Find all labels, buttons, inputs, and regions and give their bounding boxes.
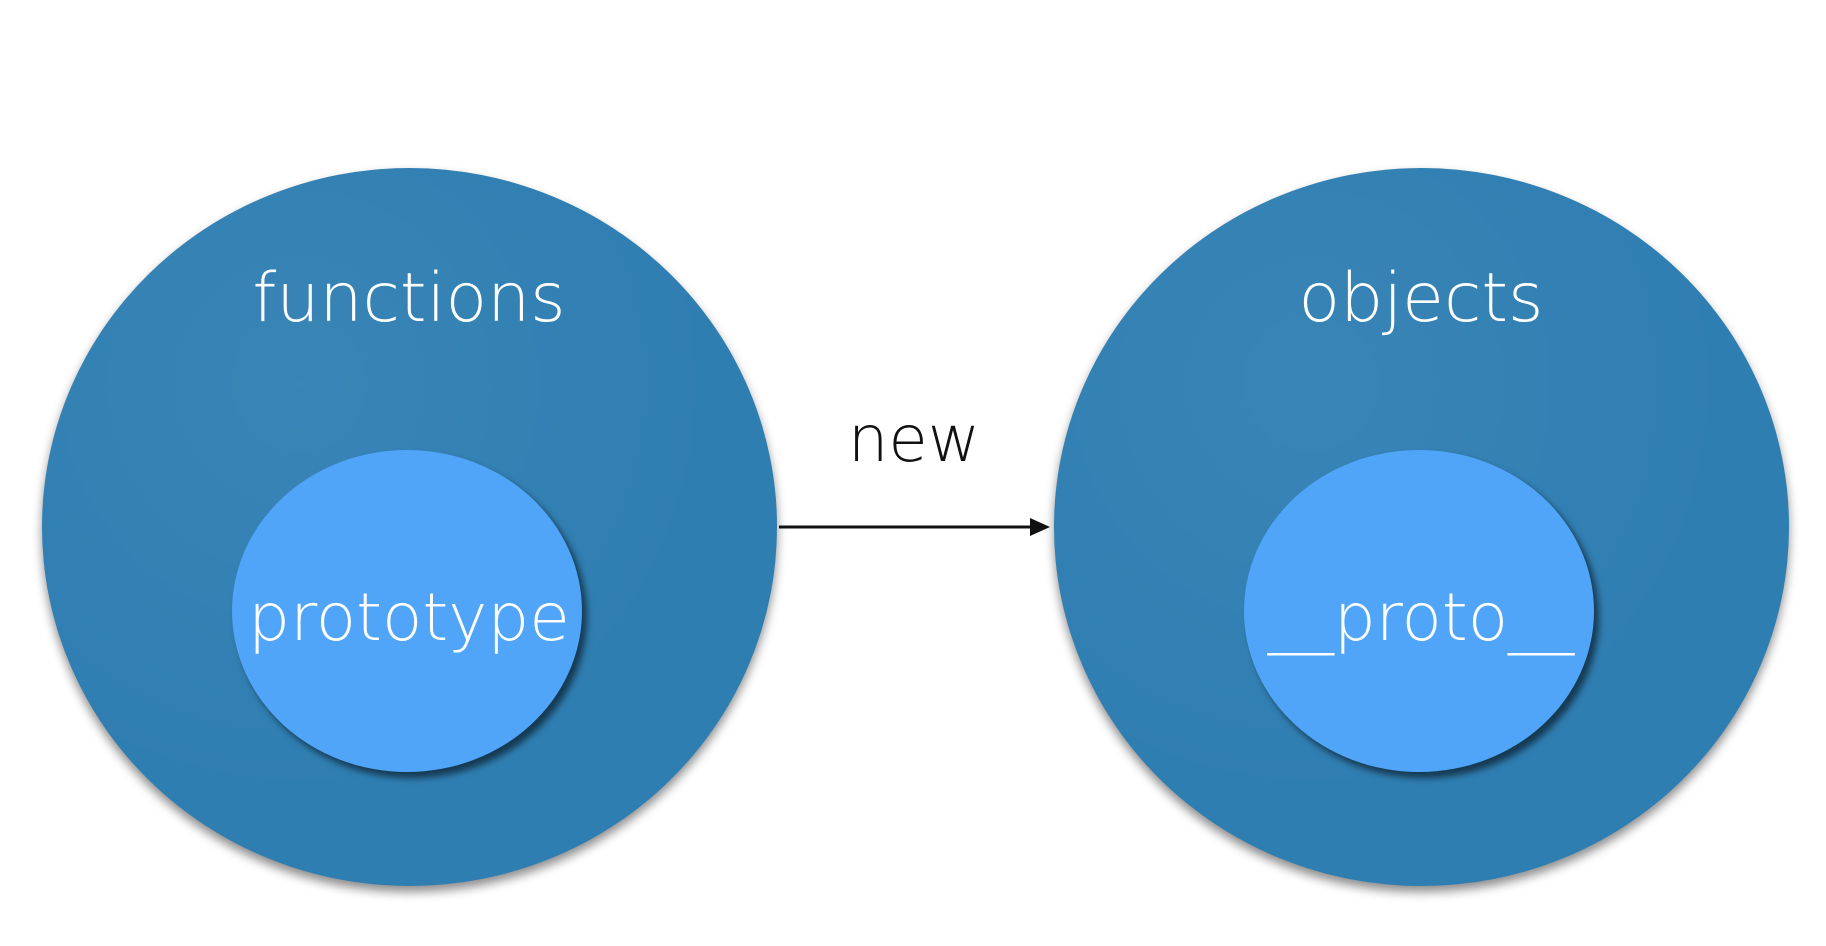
- prototype-node: [232, 450, 582, 772]
- new-edge-label: new: [847, 403, 981, 477]
- proto-node: [1244, 450, 1594, 772]
- proto-label: __proto__: [1267, 579, 1575, 656]
- functions-label: functions: [252, 259, 566, 338]
- objects-label: objects: [1298, 259, 1544, 338]
- prototype-label: prototype: [248, 579, 570, 656]
